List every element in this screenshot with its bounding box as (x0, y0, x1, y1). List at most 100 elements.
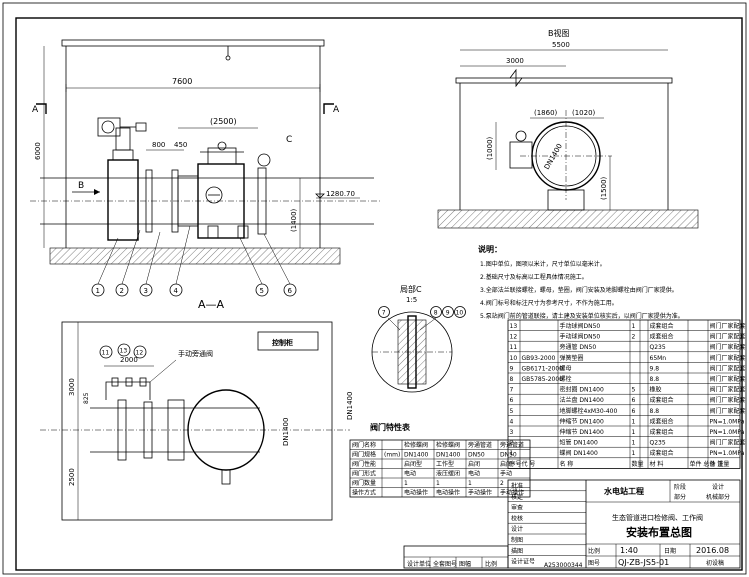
bom-header-cell: 代 号 (522, 460, 536, 468)
valve-table-cell: 阀门数量 (352, 479, 376, 487)
tb-drawing-no-label: 图号 (588, 560, 600, 567)
note-3: 3.全部法兰联接螺栓，螺母，垫圈，阀门安装及地脚螺栓由阀门厂家提供。 (480, 286, 678, 294)
bom-cell: Q235 (650, 440, 666, 447)
callout-leader (175, 225, 191, 285)
valve-table-cell: 启闭 (468, 460, 480, 468)
callout-bubble (255, 283, 269, 297)
bom-cell: 13 (510, 323, 518, 330)
dim-450-label: 450 (174, 141, 187, 149)
aa-dn-label: DN1400 (282, 418, 290, 446)
valve-table-cell: 阀门名称 (352, 441, 376, 449)
bom-cell: 阀门厂家配套 (710, 354, 746, 362)
b-dn-label: DN1400 (543, 142, 564, 171)
tb-drawing-title: 安装布置总图 (626, 525, 692, 539)
valve-table-cell: 手动操作 (500, 489, 524, 497)
tb-part-value: 机械部分 (706, 493, 730, 501)
callout-leader (263, 233, 291, 285)
note-4: 4.阀门标号和标注尺寸为参考尺寸，不作为施工用。 (480, 299, 618, 307)
bom-cell: 65Mn (650, 355, 667, 362)
bom-cell: 1 (632, 429, 636, 436)
aa-dim-3000-label: 3000 (68, 378, 76, 396)
hydraulic-cylinder (207, 147, 237, 165)
valve-foot-left (207, 225, 219, 239)
tb-sub-title: 生态管道进口检修阀、工作阀 (612, 513, 703, 522)
bom-header-cell: 名 称 (560, 460, 574, 468)
detail-c-bubble (442, 306, 454, 318)
callout-number: 4 (174, 287, 179, 295)
b-roof (455, 77, 673, 84)
valve-table-cell: 工作型 (436, 460, 454, 468)
aa-valve-1 (167, 399, 185, 461)
dim-6000-label: 6000 (34, 142, 42, 160)
valve-table-cell: 启闭型 (404, 460, 422, 468)
callout-number: 5 (260, 287, 264, 295)
detail-c-leader-7 (387, 317, 401, 331)
bom-cell: 伸缩节 DN1400 (560, 417, 604, 425)
title-block-frame (507, 479, 741, 569)
bypass-leader (149, 359, 177, 383)
callout-number: 6 (288, 287, 293, 295)
bom-cell: 1 (510, 450, 514, 457)
bom-cell: 阀门厂家配套 (710, 396, 746, 404)
callout-bubble (139, 283, 153, 297)
view-b-arrowhead-icon (94, 189, 100, 195)
bom-cell: 2 (510, 440, 514, 447)
aa-callout-bubble (133, 345, 147, 359)
tb-date-value: 2016.08 (696, 546, 729, 555)
valve-table-cell: 阀门规格 (352, 451, 376, 459)
bom-cell: 9.8 (650, 365, 660, 372)
tb-part-label: 部分 (674, 493, 686, 501)
callout-number: 1 (96, 287, 100, 295)
callout-leader (97, 237, 119, 285)
detail-c-callout-number: 7 (382, 310, 386, 317)
bom-cell: 手动球阀DN50 (560, 333, 601, 341)
crane-hook-eye (225, 55, 231, 61)
tb-left-label: 审查 (511, 504, 523, 512)
callout-bubble (283, 283, 297, 297)
tb-drawing-no: QJ-ZB-JS5-01 (618, 558, 669, 567)
callout-bubble (91, 283, 105, 297)
design-unit-cell: 图幅 (459, 560, 471, 568)
detail-c-bubble (430, 306, 442, 318)
tb-left-label: 设计证号 (511, 558, 535, 566)
bom-cell: 阀门厂家配套 (710, 386, 746, 394)
valve-table-cell: DN50 (468, 452, 485, 459)
valve-table-cell: 2 (500, 480, 504, 487)
callout-leader (239, 237, 263, 285)
bom-cell: 9 (510, 365, 514, 372)
b-dim-5500-label: 5500 (552, 41, 570, 49)
design-unit-cell: 设计单位 (407, 560, 431, 568)
bom-header-cell: 单件 总计 重量 (690, 460, 730, 468)
bypass-pipe (105, 381, 151, 400)
bom-cell: 10 (510, 355, 518, 362)
bom-cell: 伸缩节 DN1400 (560, 428, 604, 436)
valve-table-cell: DN1400 (436, 452, 461, 459)
bom-cell: 密封圈 DN1400 (560, 386, 604, 394)
bom-cell: 11 (510, 344, 518, 351)
b-dim-1860-label: (1860) (534, 109, 558, 117)
aa-callout-number: 11 (102, 350, 110, 357)
valve-table-cell: 旁通管道 (500, 441, 524, 449)
foundation-slab (49, 247, 341, 265)
bom-cell: 成套组合 (650, 333, 674, 341)
valve-table-cell: 检修蝶阀 (436, 441, 460, 449)
detail-c-callout-number: 10 (456, 310, 464, 317)
valve-actuator-column (115, 127, 131, 151)
bom-cell: 地脚螺栓4xM30-400 (560, 407, 618, 415)
valve-table-cell: 1 (468, 480, 472, 487)
bom-cell: 阀门厂家配套 (710, 322, 746, 330)
tb-stage-label: 阶段 (674, 483, 686, 491)
bypass-valve-12 (139, 377, 147, 387)
bypass-valve-11 (111, 377, 119, 387)
inner-border (15, 17, 743, 571)
bom-cell: PN=1.0MPa (710, 429, 745, 436)
tb-scale-label: 比例 (588, 547, 600, 555)
b-handwheel-icon (515, 130, 527, 142)
bom-header-cell: 序号 (510, 460, 522, 468)
bom-cell: 成套组合 (650, 428, 674, 436)
bom-cell: Q235 (650, 344, 666, 351)
